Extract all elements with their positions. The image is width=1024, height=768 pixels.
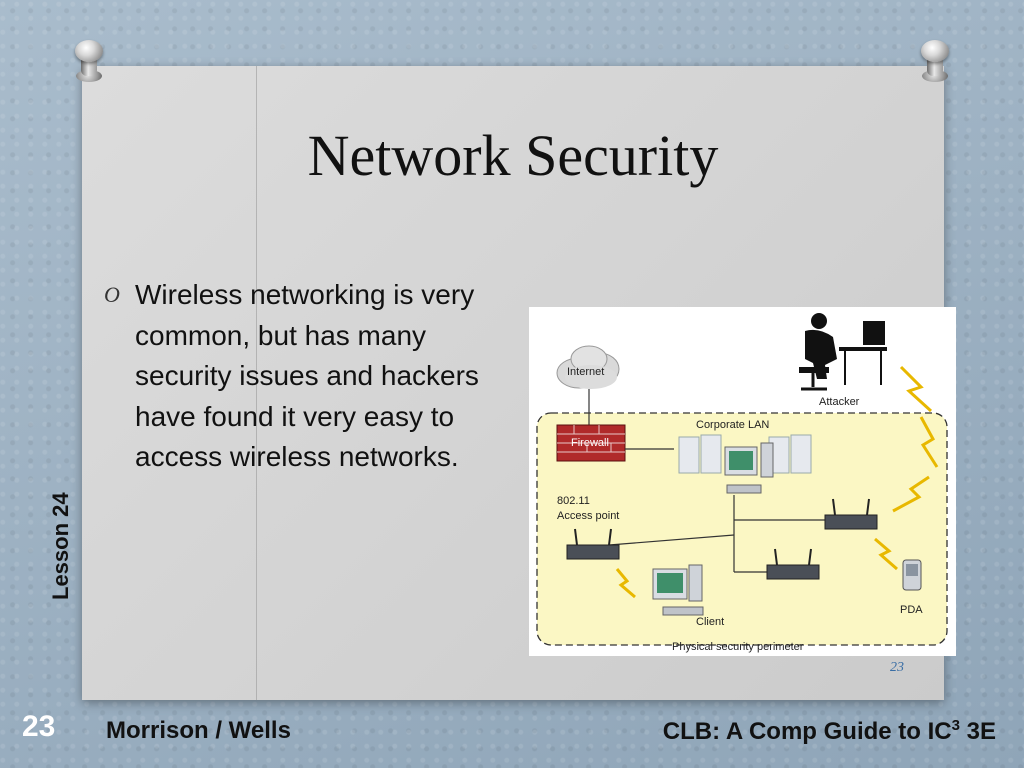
lan-workstation-icon bbox=[724, 442, 774, 494]
network-diagram: Internet Firewall Corporate LAN bbox=[529, 307, 956, 656]
paper-fold-line bbox=[256, 66, 257, 700]
bullet-marker: O bbox=[104, 282, 120, 307]
access-point-label-line2: Access point bbox=[557, 510, 619, 522]
corporate-lan-label: Corporate LAN bbox=[696, 419, 769, 431]
lesson-side-label: Lesson 24 bbox=[48, 492, 73, 600]
access-point-label-line1: 802.11 bbox=[557, 495, 590, 507]
firewall-label: Firewall bbox=[571, 437, 609, 449]
perimeter-label: Physical security perimeter bbox=[672, 641, 804, 653]
pushpin-left-icon bbox=[72, 40, 106, 84]
footer-book-title: CLB: A Comp Guide to IC3 3E bbox=[663, 717, 996, 746]
pda-icon bbox=[902, 559, 922, 591]
corner-slide-number: 23 bbox=[890, 660, 904, 675]
footer-slide-number: 23 bbox=[22, 710, 56, 743]
footer-book-title-suffix: 3E bbox=[959, 718, 996, 745]
router-bottom-icon bbox=[766, 548, 820, 580]
wireless-signal-icon bbox=[615, 365, 939, 599]
client-label: Client bbox=[696, 616, 724, 628]
footer-book-title-sup: 3 bbox=[951, 717, 960, 734]
firewall-icon bbox=[556, 424, 626, 462]
slide-title: Network Security bbox=[307, 123, 719, 188]
internet-cloud-icon bbox=[556, 345, 620, 389]
attacker-silhouette-icon bbox=[799, 313, 887, 391]
internet-label: Internet bbox=[567, 366, 604, 378]
client-computer-icon bbox=[652, 564, 704, 616]
access-point-router-icon bbox=[566, 528, 620, 560]
pda-label: PDA bbox=[900, 604, 923, 616]
footer-book-title-prefix: CLB: A Comp Guide to IC bbox=[662, 718, 952, 745]
bullet-text: Wireless networking is very common, but … bbox=[135, 279, 479, 472]
router-right-icon bbox=[824, 498, 878, 530]
security-perimeter bbox=[536, 412, 948, 646]
footer-authors: Morrison / Wells bbox=[106, 717, 291, 744]
pushpin-right-icon bbox=[918, 40, 952, 84]
attacker-label: Attacker bbox=[819, 396, 860, 408]
